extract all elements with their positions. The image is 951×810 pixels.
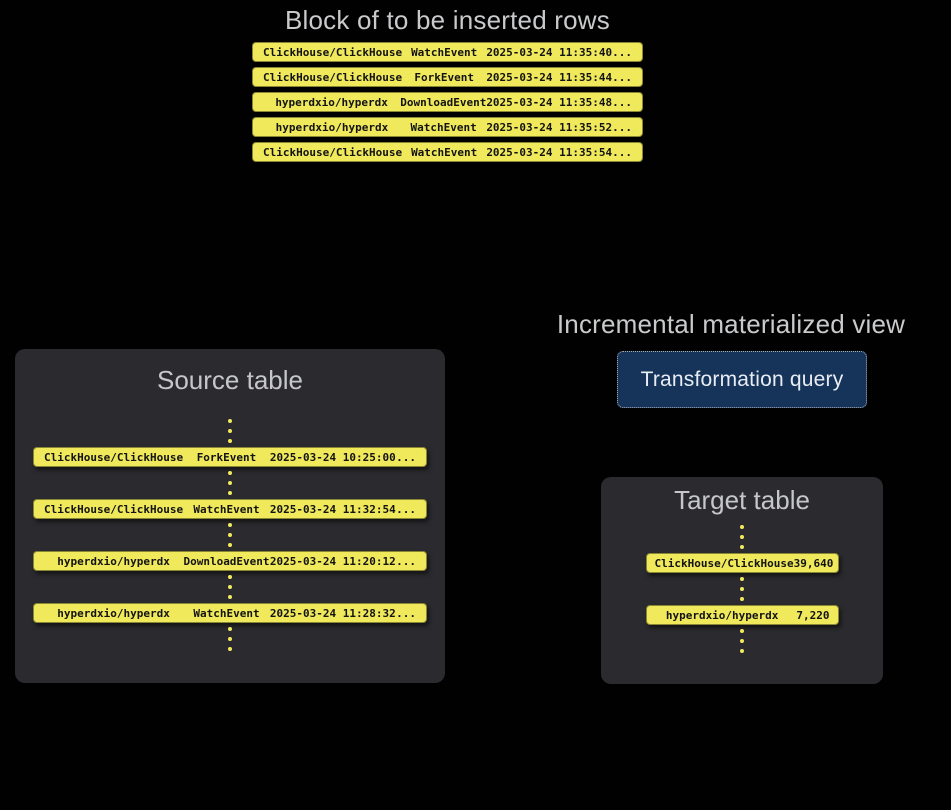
vertical-ellipsis-icon — [740, 525, 744, 549]
repo-cell: ClickHouse/ClickHouse — [44, 450, 184, 464]
source-row: ClickHouse/ClickHouse WatchEvent 2025-03… — [33, 499, 427, 519]
insert-row: ClickHouse/ClickHouse ForkEvent 2025-03-… — [252, 67, 643, 87]
insert-row: ClickHouse/ClickHouse WatchEvent 2025-03… — [252, 42, 643, 62]
transformation-query-box: Transformation query — [617, 351, 867, 408]
timestamp-cell: 2025-03-24 11:35:44 — [486, 70, 613, 84]
repo-cell: hyperdxio/hyperdx — [57, 606, 170, 620]
insert-block-title: Block of to be inserted rows — [285, 5, 610, 35]
event-cell: WatchEvent — [410, 120, 477, 134]
materialized-view-title: Incremental materialized view — [556, 309, 906, 339]
repo-cell: ClickHouse/ClickHouse — [263, 45, 403, 59]
source-row: hyperdxio/hyperdx WatchEvent 2025-03-24 … — [33, 603, 427, 623]
transformation-query-label: Transformation query — [640, 367, 844, 391]
event-cell: ForkEvent — [414, 70, 474, 84]
repo-cell: hyperdxio/hyperdx — [665, 608, 779, 622]
repo-cell: hyperdxio/hyperdx — [275, 95, 388, 109]
vertical-ellipsis-icon — [228, 419, 232, 443]
insert-row: hyperdxio/hyperdx DownloadEvent 2025-03-… — [252, 92, 643, 112]
event-cell: WatchEvent — [193, 502, 260, 516]
more-cell: ... — [396, 554, 417, 568]
source-table-panel: Source table ClickHouse/ClickHouse ForkE… — [15, 349, 445, 683]
source-row: hyperdxio/hyperdx DownloadEvent 2025-03-… — [33, 551, 427, 571]
more-cell: ... — [612, 95, 633, 109]
timestamp-cell: 2025-03-24 11:20:12 — [269, 554, 396, 568]
timestamp-cell: 2025-03-24 11:35:52 — [486, 120, 613, 134]
repo-cell: hyperdxio/hyperdx — [57, 554, 170, 568]
count-cell: 39,640 — [793, 556, 834, 570]
insert-row: hyperdxio/hyperdx WatchEvent 2025-03-24 … — [252, 117, 643, 137]
repo-cell: ClickHouse/ClickHouse — [654, 556, 794, 570]
vertical-ellipsis-icon — [740, 577, 744, 601]
timestamp-cell: 2025-03-24 11:35:54 — [486, 145, 613, 159]
target-row: ClickHouse/ClickHouse 39,640 — [645, 553, 839, 573]
more-cell: ... — [396, 450, 417, 464]
event-cell: DownloadEvent — [183, 554, 270, 568]
vertical-ellipsis-icon — [228, 523, 232, 547]
vertical-ellipsis-icon — [228, 471, 232, 495]
event-cell: DownloadEvent — [400, 95, 487, 109]
repo-cell: ClickHouse/ClickHouse — [263, 70, 403, 84]
vertical-ellipsis-icon — [228, 575, 232, 599]
insert-row: ClickHouse/ClickHouse WatchEvent 2025-03… — [252, 142, 643, 162]
insert-block: Block of to be inserted rows ClickHouse/… — [252, 4, 643, 167]
target-table-panel: Target table ClickHouse/ClickHouse 39,64… — [601, 477, 883, 684]
vertical-ellipsis-icon — [228, 627, 232, 651]
more-cell: ... — [396, 606, 417, 620]
timestamp-cell: 2025-03-24 11:32:54 — [269, 502, 396, 516]
repo-cell: ClickHouse/ClickHouse — [44, 502, 184, 516]
event-cell: WatchEvent — [193, 606, 260, 620]
more-cell: ... — [612, 120, 633, 134]
repo-cell: ClickHouse/ClickHouse — [263, 145, 403, 159]
event-cell: ForkEvent — [196, 450, 257, 464]
event-cell: WatchEvent — [411, 45, 478, 59]
event-cell: WatchEvent — [411, 145, 478, 159]
repo-cell: hyperdxio/hyperdx — [275, 120, 389, 134]
timestamp-cell: 2025-03-24 11:35:48 — [486, 95, 613, 109]
count-cell: 7,220 — [796, 608, 830, 622]
target-row: hyperdxio/hyperdx 7,220 — [645, 605, 839, 625]
timestamp-cell: 2025-03-24 10:25:00 — [269, 450, 396, 464]
more-cell: ... — [612, 70, 633, 84]
target-table-title: Target table — [674, 485, 810, 515]
timestamp-cell: 2025-03-24 11:28:32 — [269, 606, 396, 620]
more-cell: ... — [396, 502, 417, 516]
more-cell: ... — [612, 145, 633, 159]
timestamp-cell: 2025-03-24 11:35:40 — [486, 45, 613, 59]
more-cell: ... — [612, 45, 633, 59]
source-table-title: Source table — [157, 365, 303, 395]
source-row: ClickHouse/ClickHouse ForkEvent 2025-03-… — [33, 447, 427, 467]
vertical-ellipsis-icon — [740, 629, 744, 653]
